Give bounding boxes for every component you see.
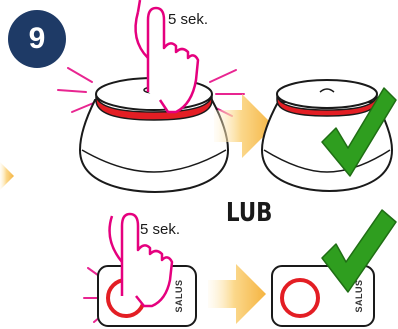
arrow-right-icon (208, 264, 266, 324)
finger-press-icon: 5 sek. (108, 212, 180, 308)
check-mark-icon (321, 209, 397, 293)
press-time-label: 5 sek. (140, 221, 180, 238)
finger-press-icon: 5 sek. (134, 0, 208, 114)
step-number-badge: 9 (8, 10, 66, 68)
arrow-right-icon (0, 162, 14, 190)
press-time-label: 5 sek. (168, 11, 208, 28)
brand-label: SALUS (354, 279, 364, 312)
brand-label: SALUS (174, 279, 184, 312)
arrow-right-icon (214, 94, 274, 158)
or-label: LUB (226, 198, 273, 228)
check-mark-icon (321, 87, 397, 177)
